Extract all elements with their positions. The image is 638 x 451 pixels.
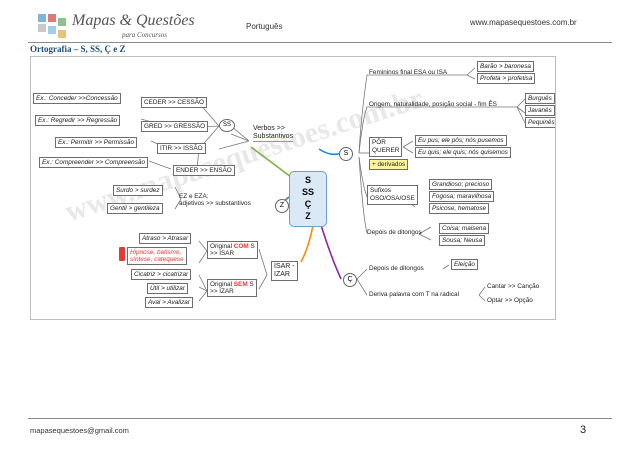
izar-sem-s-line-2: >> IZAR [210, 288, 234, 295]
ss-node: SS [219, 119, 235, 132]
z-example-2: Gentil > gentileza [107, 203, 163, 214]
izar-com-s-line-1: Original COM S [210, 243, 255, 250]
logo-square [48, 26, 56, 34]
s-sufixos-example-1: Grandioso; precioso [429, 179, 493, 190]
s-origem-example-2: Javanês [525, 105, 555, 116]
izar-sem-s-example-1: Cicatriz > cicatrizar [131, 269, 192, 280]
verbos-example-2: Ex.: Regredir >> Regressão [35, 115, 121, 126]
verbos-rule-2: GRED >> GRESSÃO [141, 121, 209, 132]
s-ditongos-example-2: Sousa; Neusa [439, 235, 486, 246]
s-sufixos-example-3: Psicose, hematose [429, 203, 489, 214]
center-ss: SS [301, 187, 314, 197]
s-sufixos-example-2: Fogosa; maravilhosa [429, 191, 495, 202]
s-feminino-example-2: Profeta > profetisa [477, 73, 536, 84]
c-deriva: Deriva palavra com T na radical [369, 291, 459, 298]
izar-sem-s-line-1: Original SEM S [210, 281, 254, 288]
logo-square [38, 24, 46, 32]
verbos-node: Verbos >> Substantivos [253, 125, 294, 142]
logo-square [58, 18, 66, 26]
logo-square [58, 30, 66, 38]
brand-subtitle: para Concursos [122, 31, 167, 39]
verbos-rule-4: ENDER >> ENSÃO [173, 165, 235, 176]
izar-node: ISAR - IZAR [271, 261, 298, 281]
c-ditongos: Depois de ditongos [369, 265, 424, 272]
izar-com-s-example-group: Hipnose, batismo, síntese, catequese [127, 247, 187, 265]
izar-com-s-line-2: >> ISAR [210, 250, 235, 257]
subject-label: Português [246, 22, 283, 31]
s-feminino: Femininos final ESA ou ISA [369, 69, 448, 76]
verbos-example-1: Ex.: Conceder >>Concessão [33, 93, 121, 104]
s-origem-example-3: Pequinês [525, 117, 555, 128]
s-por-example-1: Eu pus; ele pôs; nós pusemos [415, 135, 507, 146]
z-node: Z [275, 199, 289, 213]
izar-label-1: ISAR - [274, 263, 295, 270]
s-por-querer: PÔR QUERER [369, 137, 403, 157]
center-s: S [304, 175, 311, 185]
center-node: S SS Ç Z [289, 171, 327, 227]
s-querer-label: QUERER [372, 147, 400, 154]
center-z: Z [305, 211, 311, 221]
logo-square [48, 14, 56, 22]
page-number: 3 [580, 424, 587, 436]
verbos-example-3: Ex.: Permitir >> Permissão [55, 137, 137, 148]
footer-email[interactable]: mapasequestoes@gmail.com [30, 426, 129, 435]
alert-icon [119, 247, 125, 261]
s-ditongos: Depois de ditongos [367, 229, 422, 236]
izar-sem-s-example-2: Útil > utilizar [147, 283, 188, 294]
izar-com-s-example-3: síntese, catequese [130, 256, 184, 263]
z-rule-line-1: EZ e EZA: [179, 193, 209, 200]
z-example-1: Surdo > surdez [113, 185, 163, 196]
mind-map: www.mapasequestoes.com.br S SS Ç Z S Fem… [30, 56, 556, 320]
s-origem: Origem, naturalidade, posição social - f… [369, 101, 497, 108]
s-por-example-2: Eu quis; ele quis; nós quisemos [415, 147, 511, 158]
izar-sem-s-example-3: Aval > Avalizar [145, 297, 193, 308]
s-ditongos-example-1: Coisa; maisena [439, 223, 490, 234]
z-rule: EZ e EZA: adjetivos >> substantivos [179, 193, 251, 207]
izar-com-s-example-1: Atraso > Atrasar [139, 233, 192, 244]
s-sufixos: Sufixos OSO/OSA/OSE [367, 185, 418, 205]
s-origem-example-1: Burguês [525, 93, 555, 104]
c-deriva-example-1: Cantar >> Canção [487, 283, 540, 290]
izar-com-s: Original COM S >> ISAR [207, 241, 258, 259]
z-rule-line-2: adjetivos >> substantivos [179, 200, 251, 207]
c-deriva-example-2: Optar >> Opção [487, 297, 533, 304]
brand-logo [38, 14, 68, 40]
verbos-label-1: Verbos >> [253, 125, 285, 132]
page-title: Ortografia – S, SS, Ç e Z [30, 44, 126, 54]
verbos-rule-3: ITIR >> ISSÃO [157, 143, 206, 154]
center-c: Ç [304, 199, 312, 209]
footer-divider [28, 418, 612, 419]
verbos-example-4: Ex.: Compreender >> Compreensão [39, 157, 149, 168]
s-feminino-example-1: Barão > baronesa [477, 61, 534, 72]
s-por-label: PÔR [372, 139, 386, 146]
s-node: S [339, 147, 353, 161]
izar-com-s-example-2: Hipnose, batismo, [130, 249, 182, 256]
s-derivados: + derivados [369, 159, 409, 170]
c-ditongos-example: Eleição [451, 259, 478, 270]
verbos-label-2: Substantivos [253, 133, 294, 140]
website-link[interactable]: www.mapasequestoes.com.br [470, 18, 577, 27]
s-sufixos-values: OSO/OSA/OSE [370, 195, 415, 202]
logo-square [38, 14, 46, 22]
c-node: Ç [343, 273, 357, 287]
s-sufixos-label: Sufixos [370, 187, 391, 194]
izar-sem-s: Original SEM S >> IZAR [207, 279, 257, 297]
header-divider [28, 42, 612, 43]
izar-label-2: IZAR [274, 271, 290, 278]
verbos-rule-1: CEDER >> CESSÃO [141, 97, 208, 108]
brand-title: Mapas & Questões [72, 12, 195, 29]
